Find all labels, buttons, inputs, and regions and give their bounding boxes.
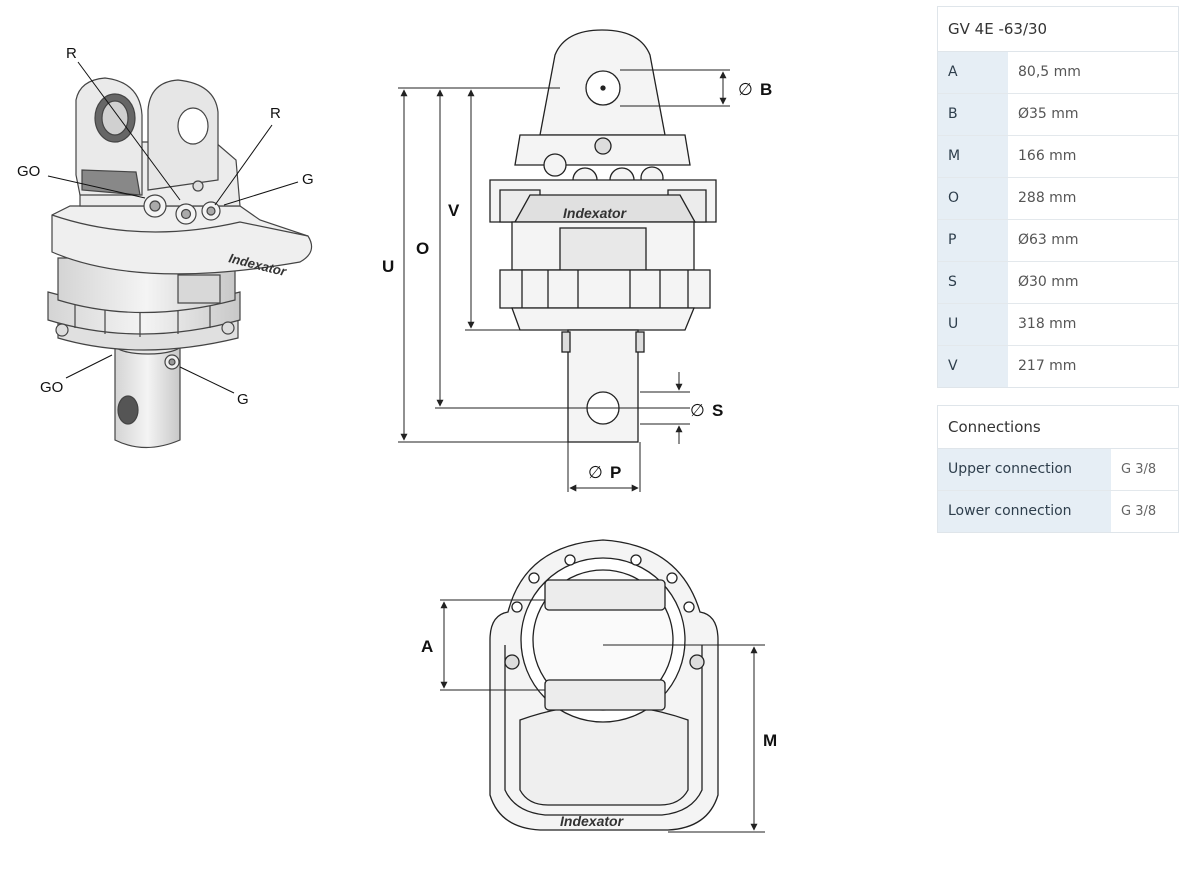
dim-label-m: M — [763, 731, 777, 750]
rotator-3d-view — [47, 77, 313, 449]
connection-row: Upper connection G 3/8 — [938, 449, 1178, 491]
callout-leaders — [47, 61, 299, 394]
dim-label-b: B — [760, 80, 772, 99]
spec-value: 80,5 mm — [1018, 64, 1081, 80]
technical-drawing: Indexator R R GO G GO G — [17, 29, 777, 833]
spec-value: 166 mm — [1018, 148, 1077, 164]
spec-value: Ø35 mm — [1018, 106, 1079, 122]
spec-table: GV 4E -63/30 A 80,5 mm B Ø35 mm M 166 mm… — [937, 6, 1179, 388]
callout-go-top: GO — [17, 163, 40, 180]
connection-value: G 3/8 — [1121, 462, 1157, 477]
connection-row: Lower connection G 3/8 — [938, 491, 1178, 532]
connection-value: G 3/8 — [1121, 504, 1157, 519]
spec-key: O — [938, 178, 1008, 219]
spec-row: B Ø35 mm — [938, 94, 1178, 136]
spec-row: P Ø63 mm — [938, 220, 1178, 262]
connections-table: Connections Upper connection G 3/8 Lower… — [937, 405, 1179, 533]
spec-row: S Ø30 mm — [938, 262, 1178, 304]
spec-key: M — [938, 136, 1008, 177]
spec-key: V — [938, 346, 1008, 387]
connection-label: Upper connection — [938, 449, 1111, 490]
dim-label-u: U — [382, 257, 394, 276]
callout-go-bottom: GO — [40, 379, 63, 396]
dim-label-p: P — [610, 463, 621, 482]
dim-label-s: S — [712, 401, 723, 420]
dim-symbol-p: ∅ — [588, 463, 603, 482]
rotator-top-view — [489, 539, 719, 831]
callout-g-top: G — [302, 171, 314, 188]
spec-value: 318 mm — [1018, 316, 1077, 332]
spec-key: U — [938, 304, 1008, 345]
callout-r-right: R — [270, 105, 281, 122]
dim-label-a: A — [421, 637, 433, 656]
spec-row: U 318 mm — [938, 304, 1178, 346]
spec-key: A — [938, 52, 1008, 93]
callout-r-left: R — [66, 45, 77, 62]
spec-row: A 80,5 mm — [938, 52, 1178, 94]
top-dimension-lines — [440, 599, 765, 833]
spec-row: M 166 mm — [938, 136, 1178, 178]
brand-logo-front: Indexator — [563, 205, 628, 221]
spec-key: S — [938, 262, 1008, 303]
spec-row: O 288 mm — [938, 178, 1178, 220]
connections-title: Connections — [938, 406, 1178, 449]
dim-symbol-b: ∅ — [738, 80, 753, 99]
connection-label: Lower connection — [938, 491, 1111, 532]
spec-value: Ø63 mm — [1018, 232, 1079, 248]
spec-value: Ø30 mm — [1018, 274, 1079, 290]
spec-value: 217 mm — [1018, 358, 1077, 374]
spec-value: 288 mm — [1018, 190, 1077, 206]
callout-g-bottom: G — [237, 391, 249, 408]
rotator-front-view — [489, 29, 717, 443]
dim-label-v: V — [448, 201, 460, 220]
dim-symbol-s: ∅ — [690, 401, 705, 420]
dim-label-o: O — [416, 239, 429, 258]
spec-table-title: GV 4E -63/30 — [938, 7, 1178, 52]
spec-key: P — [938, 220, 1008, 261]
front-dimension-lines — [398, 69, 730, 492]
brand-logo-top: Indexator — [560, 813, 625, 829]
spec-row: V 217 mm — [938, 346, 1178, 387]
spec-key: B — [938, 94, 1008, 135]
